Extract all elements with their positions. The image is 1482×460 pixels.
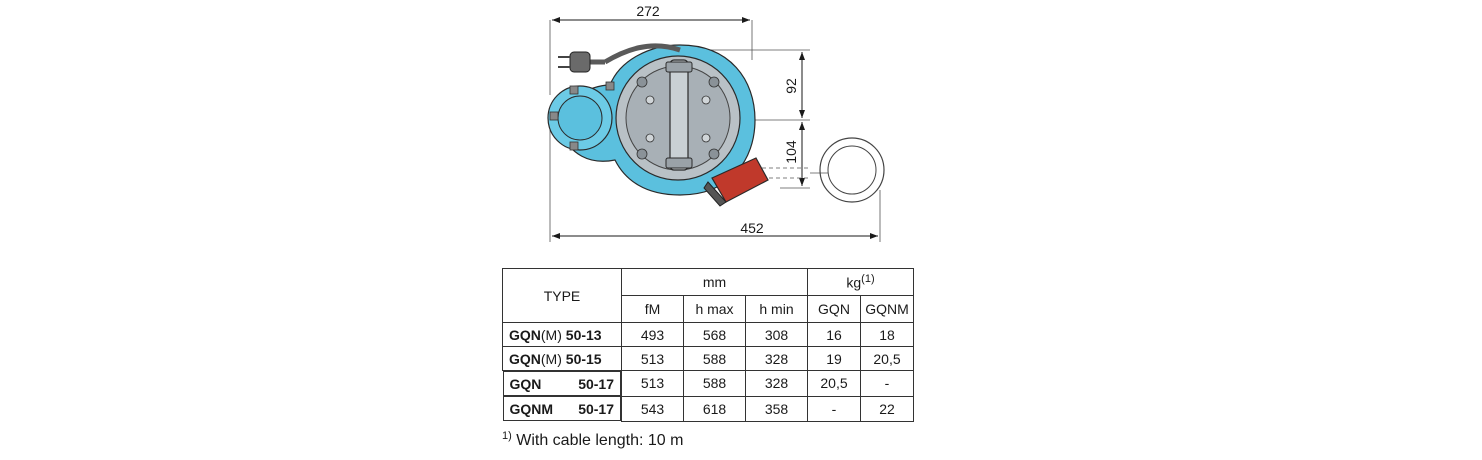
- kg-header-note: (1): [861, 273, 875, 286]
- cell-gqnm: -: [860, 370, 914, 397]
- cell-gqn: 16: [807, 322, 861, 347]
- subheader-fm: fM: [621, 295, 684, 323]
- mm-header: mm: [621, 268, 808, 296]
- row-type: GQN(M) 50-13: [502, 322, 622, 347]
- dim-label-272: 272: [636, 3, 660, 19]
- dim-label-92: 92: [783, 78, 799, 94]
- footnote-marker: 1): [502, 430, 512, 442]
- cell-fm: 543: [621, 395, 684, 422]
- carry-handle: [665, 59, 693, 171]
- cell-hmin: 358: [745, 395, 808, 422]
- dim-line-272: [549, 17, 753, 95]
- subheader-gqnm: GQNM: [860, 295, 914, 323]
- row-type: GQNM 50-17: [502, 396, 621, 421]
- cell-hmax: 588: [683, 370, 746, 397]
- float-ring: [762, 137, 885, 203]
- dim-line-452: [549, 130, 881, 242]
- power-cable: [558, 43, 681, 73]
- cell-fm: 513: [621, 346, 684, 371]
- cell-fm: 513: [621, 370, 684, 397]
- cell-hmin: 308: [745, 322, 808, 347]
- dim-label-452: 452: [740, 220, 764, 236]
- cell-gqnm: 20,5: [860, 346, 914, 371]
- type-model: 50-13: [565, 326, 602, 343]
- type-model: 50-15: [565, 350, 602, 367]
- dim-label-104: 104: [783, 140, 799, 164]
- type-plain: (M): [540, 350, 566, 367]
- type-header: TYPE: [502, 268, 622, 323]
- subheader-hmax: h max: [683, 295, 746, 323]
- cell-hmin: 328: [745, 370, 808, 397]
- footnote: 1) With cable length: 10 m: [502, 430, 684, 450]
- footnote-text: With cable length: 10 m: [516, 432, 684, 449]
- type-bold: GQNM: [509, 400, 554, 417]
- type-model: 50-17: [578, 375, 614, 392]
- type-plain: (M): [540, 326, 566, 343]
- type-bold: GQN: [509, 375, 542, 392]
- cell-hmax: 568: [683, 322, 746, 347]
- pump-dimension-drawing: 272 452 92 104: [547, 3, 885, 242]
- type-model: 50-17: [578, 400, 614, 417]
- cell-fm: 493: [621, 322, 684, 347]
- type-bold: GQN: [509, 326, 541, 343]
- row-type: GQN 50-17: [502, 371, 621, 396]
- subheader-hmin: h min: [745, 295, 808, 323]
- kg-header-label: kg: [846, 274, 862, 291]
- cell-gqnm: 18: [860, 322, 914, 347]
- cell-gqn: 20,5: [807, 370, 861, 397]
- outlet-port: [547, 81, 615, 151]
- spec-table: TYPE mm kg(1) fM h max h min GQN GQNM GQ…: [502, 268, 914, 422]
- kg-header: kg(1): [807, 268, 914, 296]
- cell-gqn: 19: [807, 346, 861, 371]
- table-row: GQNM 50-17 543 618 358 - 22: [502, 395, 914, 422]
- table-row: GQN 50-17 513 588 328 20,5 -: [502, 370, 914, 397]
- row-type: GQN(M) 50-15: [502, 346, 622, 371]
- table-row: GQN(M) 50-15 513 588 328 19 20,5: [502, 346, 914, 371]
- table-header-row: TYPE mm kg(1): [502, 268, 914, 323]
- table-row: GQN(M) 50-13 493 568 308 16 18: [502, 322, 914, 347]
- cell-gqnm: 22: [860, 395, 914, 422]
- cell-hmax: 618: [683, 395, 746, 422]
- cell-gqn: -: [807, 395, 861, 422]
- cell-hmax: 588: [683, 346, 746, 371]
- float-switch: [703, 157, 769, 207]
- type-bold: GQN: [509, 350, 541, 367]
- cell-hmin: 328: [745, 346, 808, 371]
- subheader-gqn: GQN: [807, 295, 861, 323]
